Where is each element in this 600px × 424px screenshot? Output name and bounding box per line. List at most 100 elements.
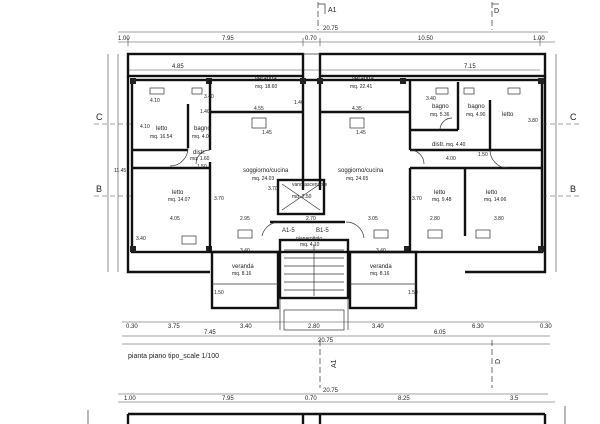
section-label-bottom-d: D <box>495 359 502 364</box>
dim-bot1-b: 3.75 <box>168 324 180 330</box>
idim-21: 3.70 <box>412 196 422 202</box>
idim-17: 2.95 <box>240 216 250 222</box>
dim-top1-b: 7.95 <box>222 36 234 42</box>
dim-bot1-e: 3.40 <box>372 324 384 330</box>
interior-walls <box>132 80 542 331</box>
idim-16: 4.05 <box>170 216 180 222</box>
section-label-top-a: A1 <box>328 7 337 14</box>
dim-top2-a: 4.85 <box>172 64 184 70</box>
drawing-title: pianta piano tipo_scale 1/100 <box>128 353 219 360</box>
unit-tag-b: B1-5 <box>316 228 329 234</box>
bottom-verandas <box>210 250 418 310</box>
section-label-left-b: B <box>96 184 102 194</box>
room-area-veranda-br: mq. 8.16 <box>370 271 390 277</box>
idim-25: 1.50 <box>408 290 418 296</box>
idim-27: 3.70 <box>268 186 278 192</box>
room-name-vano: vano ascensore <box>292 182 328 188</box>
dim-lower-d: 8.25 <box>398 396 410 402</box>
room-name-distr-w: distr. <box>193 150 206 156</box>
room-area-bagno-ne2: mq. 4.90 <box>466 112 486 118</box>
room-area-letto-sw: mq. 14.07 <box>168 197 190 203</box>
room-area-letto-se1: mq. 9.48 <box>432 197 452 203</box>
idim-15: 3.80 <box>494 216 504 222</box>
dim-top1-e: 1.00 <box>533 36 545 42</box>
room-name-pianerottolo: pianerottolo <box>296 236 322 242</box>
room-area-vano: mq. 2.50 <box>292 194 312 200</box>
idim-1: 3.40 <box>204 94 214 100</box>
idim-7: 4.10 <box>140 124 150 130</box>
idim-12: 4.00 <box>446 156 456 162</box>
dim-bot1-g: 0.30 <box>540 324 552 330</box>
idim-4: 1.40 <box>294 100 304 106</box>
dim-overall-bottom: 20.75 <box>318 338 334 344</box>
room-name-letto-se1: letto <box>434 190 446 196</box>
section-label-top-d: D <box>494 8 499 15</box>
door-swings <box>169 117 509 239</box>
dim-lower-a: 1.00 <box>124 396 136 402</box>
dim-lower-e: 3.5 <box>510 396 519 402</box>
idim-6: 1.45 <box>356 130 366 136</box>
idim-0: 4.10 <box>150 98 160 104</box>
section-label-right-b: B <box>570 184 576 194</box>
room-name-veranda-bl: veranda <box>232 264 254 270</box>
idim-14: 2.80 <box>430 216 440 222</box>
room-area-veranda-bl: mq. 8.16 <box>232 271 252 277</box>
lower-sheet: 20.75 1.00 7.95 0.70 8.25 3.5 <box>87 388 566 424</box>
room-area-distr-e: mq. 4.40 <box>446 142 466 148</box>
room-name-veranda-tr: veranda <box>352 76 374 82</box>
idim-26: 11.45 <box>114 168 126 174</box>
section-label-right-c: C <box>570 112 577 122</box>
room-name-letto-se2: letto <box>486 190 498 196</box>
dim-overall-top: 20.75 <box>323 26 339 32</box>
dim-lower-c: 0.70 <box>305 396 317 402</box>
outer-walls <box>126 52 547 274</box>
idim-18: 3.70 <box>214 196 224 202</box>
idim-11: 3.80 <box>528 118 538 124</box>
room-area-letto-se2: mq. 14.06 <box>484 197 506 203</box>
idim-28: 3.40 <box>136 236 146 242</box>
room-area-soggiorno-e: mq. 24.65 <box>346 176 368 182</box>
room-name-bagno-ne2: bagno <box>468 104 485 110</box>
windows <box>149 87 521 245</box>
dim-top1-a: 1.00 <box>118 36 130 42</box>
idim-2: 1.45 <box>262 130 272 136</box>
interior-dimensions: 4.10 3.40 1.45 4.55 1.40 4.35 1.45 4.10 … <box>114 94 538 296</box>
room-name-letto-ne: letto <box>502 112 514 118</box>
idim-13: 1.50 <box>478 152 488 158</box>
dim-top1-d: 10.50 <box>418 36 434 42</box>
section-mark-bottom: A1 D <box>319 340 502 388</box>
idim-19: 3.05 <box>368 216 378 222</box>
dim-bot1-c: 3.40 <box>240 324 252 330</box>
idim-20: 2.70 <box>306 216 316 222</box>
idim-22: 3.40 <box>240 248 250 254</box>
room-name-letto-sw: letto <box>172 190 184 196</box>
room-area-veranda-tr: mq. 22.41 <box>350 84 372 90</box>
room-name-soggiorno-w: soggiorno/cucina <box>243 168 289 174</box>
room-labels: veranda mq. 18.60 veranda mq. 22.41 lett… <box>150 76 514 277</box>
room-area-veranda-tl: mq. 18.60 <box>255 84 277 90</box>
unit-tag-a: A1-5 <box>282 228 295 234</box>
dim-bot1-f: 6.30 <box>472 324 484 330</box>
dim-lower-b: 7.95 <box>222 396 234 402</box>
bottom-dimensions: 0.30 3.75 3.40 2.80 3.40 6.30 0.30 7.45 … <box>122 321 552 345</box>
idim-8: 1.50 <box>197 164 207 170</box>
room-area-pianerottolo: mq. 4.10 <box>300 242 320 248</box>
section-label-bottom-a1: A1 <box>331 359 338 368</box>
dim-bot2-a: 7.45 <box>204 330 216 336</box>
room-name-distr-e: distr. <box>432 142 445 148</box>
room-name-bagno-ne1: bagno <box>432 104 449 110</box>
dim-bot1-d: 2.80 <box>308 324 320 330</box>
room-area-distr-w: mq. 1.60 <box>190 156 210 162</box>
dim-top2-b: 7.15 <box>464 64 476 70</box>
room-area-soggiorno-w: mq. 24.03 <box>252 176 274 182</box>
idim-24: 1.50 <box>214 290 224 296</box>
top-dimensions: 20.75 1.00 7.95 0.70 10.50 1.00 4.85 7.1… <box>118 26 555 71</box>
room-name-bagno-nw: bagno <box>194 126 211 132</box>
idim-3: 4.55 <box>254 106 264 112</box>
dim-top1-c: 0.70 <box>305 36 317 42</box>
dim-bot2-b: 6.05 <box>434 330 446 336</box>
room-area-bagno-nw: mq. 4.04 <box>192 134 212 140</box>
room-name-veranda-tl: veranda <box>255 76 277 82</box>
idim-9: 1.40 <box>200 109 210 115</box>
